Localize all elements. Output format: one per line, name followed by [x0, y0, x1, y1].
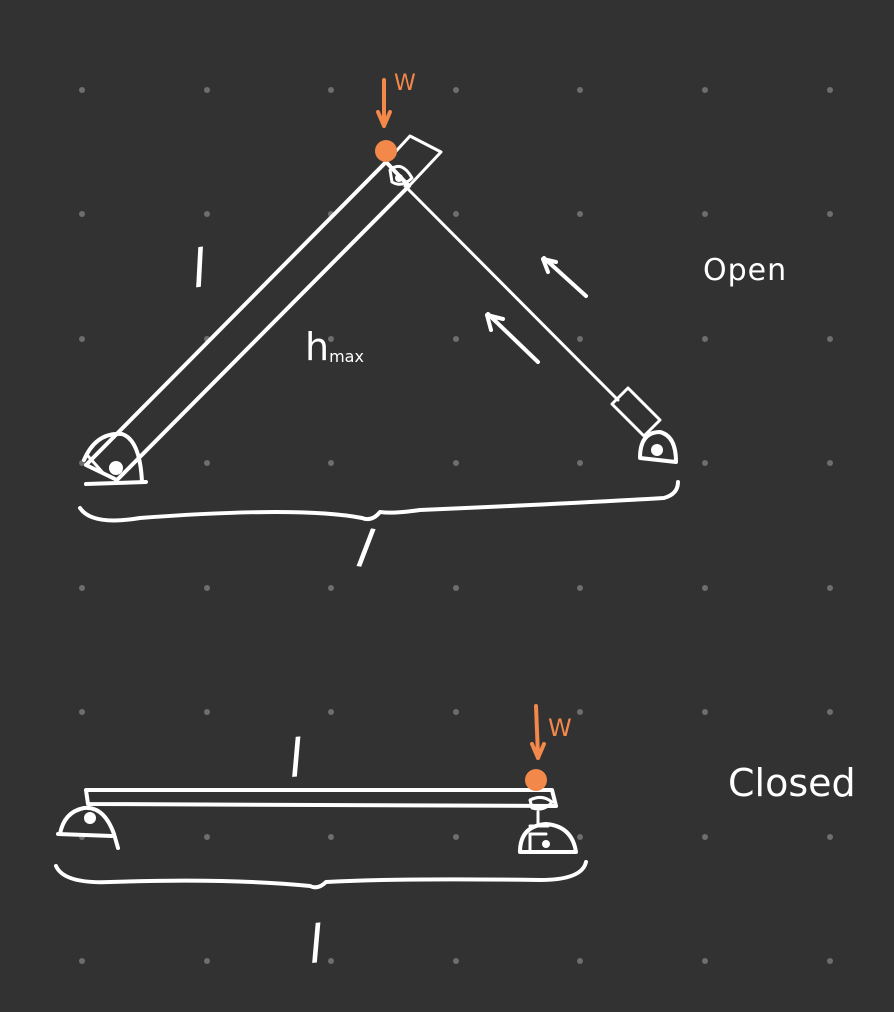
grid-dot	[453, 211, 459, 217]
grid-dot	[328, 585, 334, 591]
closed-right-support-inner	[528, 832, 548, 854]
grid-dot	[827, 585, 833, 591]
grid-dot	[577, 336, 583, 342]
open-motion-arrow-2	[485, 312, 540, 364]
grid-dot	[204, 958, 210, 964]
open-right-pivot-pin	[651, 444, 663, 456]
grid-dot	[328, 834, 334, 840]
closed-state-label: Closed	[728, 761, 856, 805]
grid-dot	[204, 460, 210, 466]
grid-dot	[79, 709, 85, 715]
open-left-support	[82, 431, 144, 484]
open-height-label-sub: max	[329, 347, 364, 366]
grid-dot	[453, 709, 459, 715]
grid-dot	[79, 87, 85, 93]
grid-dot	[827, 460, 833, 466]
grid-dot	[827, 834, 833, 840]
grid-dot	[577, 585, 583, 591]
grid-dot	[577, 834, 583, 840]
closed-base-length-label: l	[305, 915, 326, 976]
grid-dot	[453, 585, 459, 591]
grid-dot	[79, 211, 85, 217]
closed-base-brace	[54, 860, 588, 890]
grid-dot	[453, 336, 459, 342]
closed-left-support	[58, 805, 120, 850]
open-motion-arrow-1	[541, 256, 588, 298]
open-load-label: W	[394, 71, 416, 96]
grid-dot	[827, 87, 833, 93]
closed-load-arrow	[530, 704, 546, 760]
open-load-mass	[375, 140, 397, 162]
grid-dot	[453, 460, 459, 466]
open-left-support-base	[84, 480, 148, 486]
grid-dot	[204, 709, 210, 715]
open-main-arm	[84, 160, 411, 482]
closed-arm-bar	[84, 788, 558, 808]
grid-dot	[328, 709, 334, 715]
grid-dot	[577, 958, 583, 964]
grid-dot	[827, 336, 833, 342]
open-left-support-hatch	[86, 454, 106, 476]
open-state-label: Open	[703, 253, 787, 288]
grid-dot	[204, 585, 210, 591]
grid-dot	[453, 87, 459, 93]
grid-dot	[79, 585, 85, 591]
closed-load-mass	[525, 769, 547, 791]
closed-right-support	[518, 822, 578, 854]
grid-dot	[702, 709, 708, 715]
open-right-support	[638, 430, 678, 464]
open-arm-length-label: l	[188, 239, 211, 301]
grid-dot	[827, 958, 833, 964]
open-left-pivot-pin	[109, 461, 123, 475]
grid-dot	[328, 958, 334, 964]
grid-dot	[79, 958, 85, 964]
grid-dot	[453, 834, 459, 840]
grid-dot	[577, 709, 583, 715]
grid-dot	[577, 211, 583, 217]
dot-grid	[79, 87, 833, 964]
grid-dot	[702, 585, 708, 591]
open-load-arrow	[376, 78, 392, 128]
grid-dot	[827, 709, 833, 715]
grid-dot	[328, 87, 334, 93]
grid-dot	[577, 87, 583, 93]
open-base-length-label: l	[352, 519, 377, 581]
grid-dot	[204, 211, 210, 217]
open-base-brace	[78, 480, 680, 523]
open-height-label: hmax	[305, 325, 364, 369]
closed-left-pivot-pin	[84, 812, 96, 824]
grid-dot	[702, 834, 708, 840]
grid-dot	[453, 958, 459, 964]
grid-dot	[827, 211, 833, 217]
grid-dot	[702, 460, 708, 466]
closed-right-head	[528, 795, 554, 811]
closed-arm-length-label: l	[285, 729, 306, 790]
open-top-pin-housing	[388, 164, 414, 186]
grid-dot	[204, 834, 210, 840]
open-top-bracket	[384, 134, 443, 188]
open-height-label-main: h	[305, 325, 329, 369]
grid-dot	[328, 336, 334, 342]
grid-dot	[702, 211, 708, 217]
grid-dot	[577, 460, 583, 466]
closed-configuration: l l Closed W	[54, 704, 856, 976]
grid-dot	[328, 460, 334, 466]
grid-dot	[702, 958, 708, 964]
open-top-pin	[395, 174, 403, 182]
grid-dot	[702, 87, 708, 93]
open-actuator-rod	[403, 184, 620, 402]
closed-right-pivot-pin	[542, 840, 550, 848]
open-actuator-cylinder	[610, 386, 662, 438]
grid-dot	[204, 87, 210, 93]
grid-dot	[79, 336, 85, 342]
open-configuration: l l hmax Open W	[78, 71, 787, 581]
closed-left-support-base	[56, 832, 114, 838]
closed-load-label: W	[548, 714, 572, 742]
grid-dot	[702, 336, 708, 342]
